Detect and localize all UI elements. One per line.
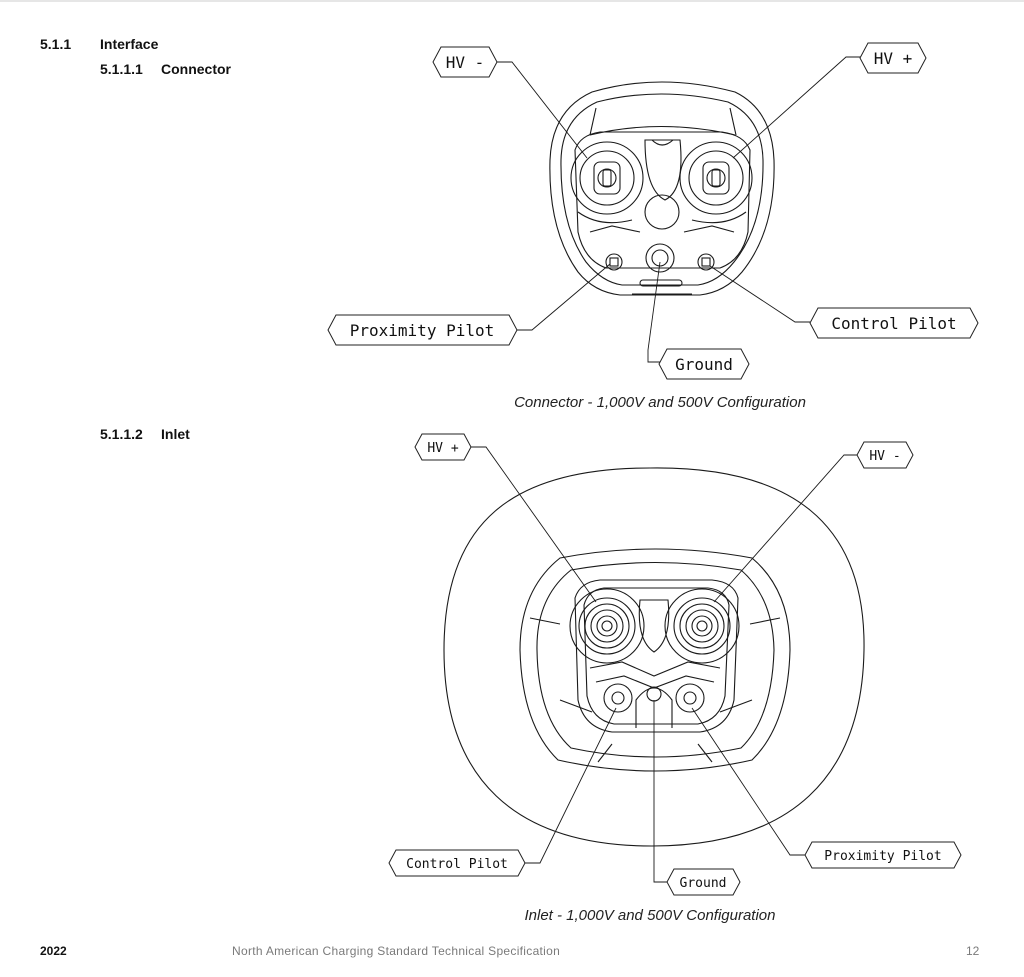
connector-heading-title: Connector [161,61,231,77]
connector-hv-plus-leader [732,56,862,159]
inlet-drawing [443,467,865,847]
connector-hv-minus-tag: HV - [432,46,498,78]
inlet-heading-number: 5.1.1.2 [100,426,143,442]
connector-ground-leader [647,261,662,363]
inlet-ground-leader [653,700,668,883]
connector-hv-plus-tag: HV + [859,42,927,74]
connector-control-pilot-label: Control Pilot [831,314,956,333]
inlet-proximity-pilot-tag: Proximity Pilot [804,841,962,869]
connector-proximity-pilot-tag: Proximity Pilot [327,314,518,346]
footer-year: 2022 [40,944,67,958]
connector-ground-label: Ground [675,355,733,374]
connector-control-pilot-tag: Control Pilot [809,307,979,339]
connector-hv-minus-label: HV - [446,53,485,72]
section-number: 5.1.1 [40,36,72,52]
inlet-control-pilot-label: Control Pilot [406,857,508,872]
connector-hv-plus-pin [679,141,753,215]
inlet-hv-minus-leader [713,454,860,603]
connector-heading-number: 5.1.1.1 [100,61,143,77]
inlet-caption: Inlet - 1,000V and 500V Configuration [524,907,776,924]
inlet-ground-tag: Ground [666,868,741,896]
inlet-control-pilot-tag: Control Pilot [388,849,526,877]
inlet-hv-minus-label: HV - [869,449,900,464]
inlet-hv-minus-pin [664,588,740,664]
connector-ground-tag: Ground [658,348,750,380]
page-top-edge [0,0,1024,2]
footer-title: North American Charging Standard Technic… [232,944,561,958]
inlet-hv-plus-label: HV + [427,441,458,456]
connector-hv-minus-pin [570,141,644,215]
inlet-proximity-pilot-label: Proximity Pilot [824,849,941,864]
inlet-hv-plus-pin [569,588,645,664]
connector-proximity-pilot-leader [512,263,611,331]
connector-caption: Connector - 1,000V and 500V Configuratio… [514,394,806,411]
inlet-hv-plus-tag: HV + [414,433,472,461]
footer-page-number: 12 [966,944,980,958]
connector-hv-minus-leader [495,61,588,159]
inlet-hv-minus-tag: HV - [856,441,914,469]
inlet-proximity-pilot-leader [691,707,806,856]
connector-control-pilot-leader [709,265,810,323]
inlet-control-pilot-leader [524,707,617,864]
connector-drawing [549,81,775,296]
inlet-heading-title: Inlet [161,426,190,442]
connector-proximity-pilot-label: Proximity Pilot [350,321,495,340]
connector-hv-plus-label: HV + [874,49,913,68]
inlet-ground-label: Ground [680,876,727,891]
inlet-hv-plus-leader [470,446,597,603]
section-title: Interface [100,36,159,52]
